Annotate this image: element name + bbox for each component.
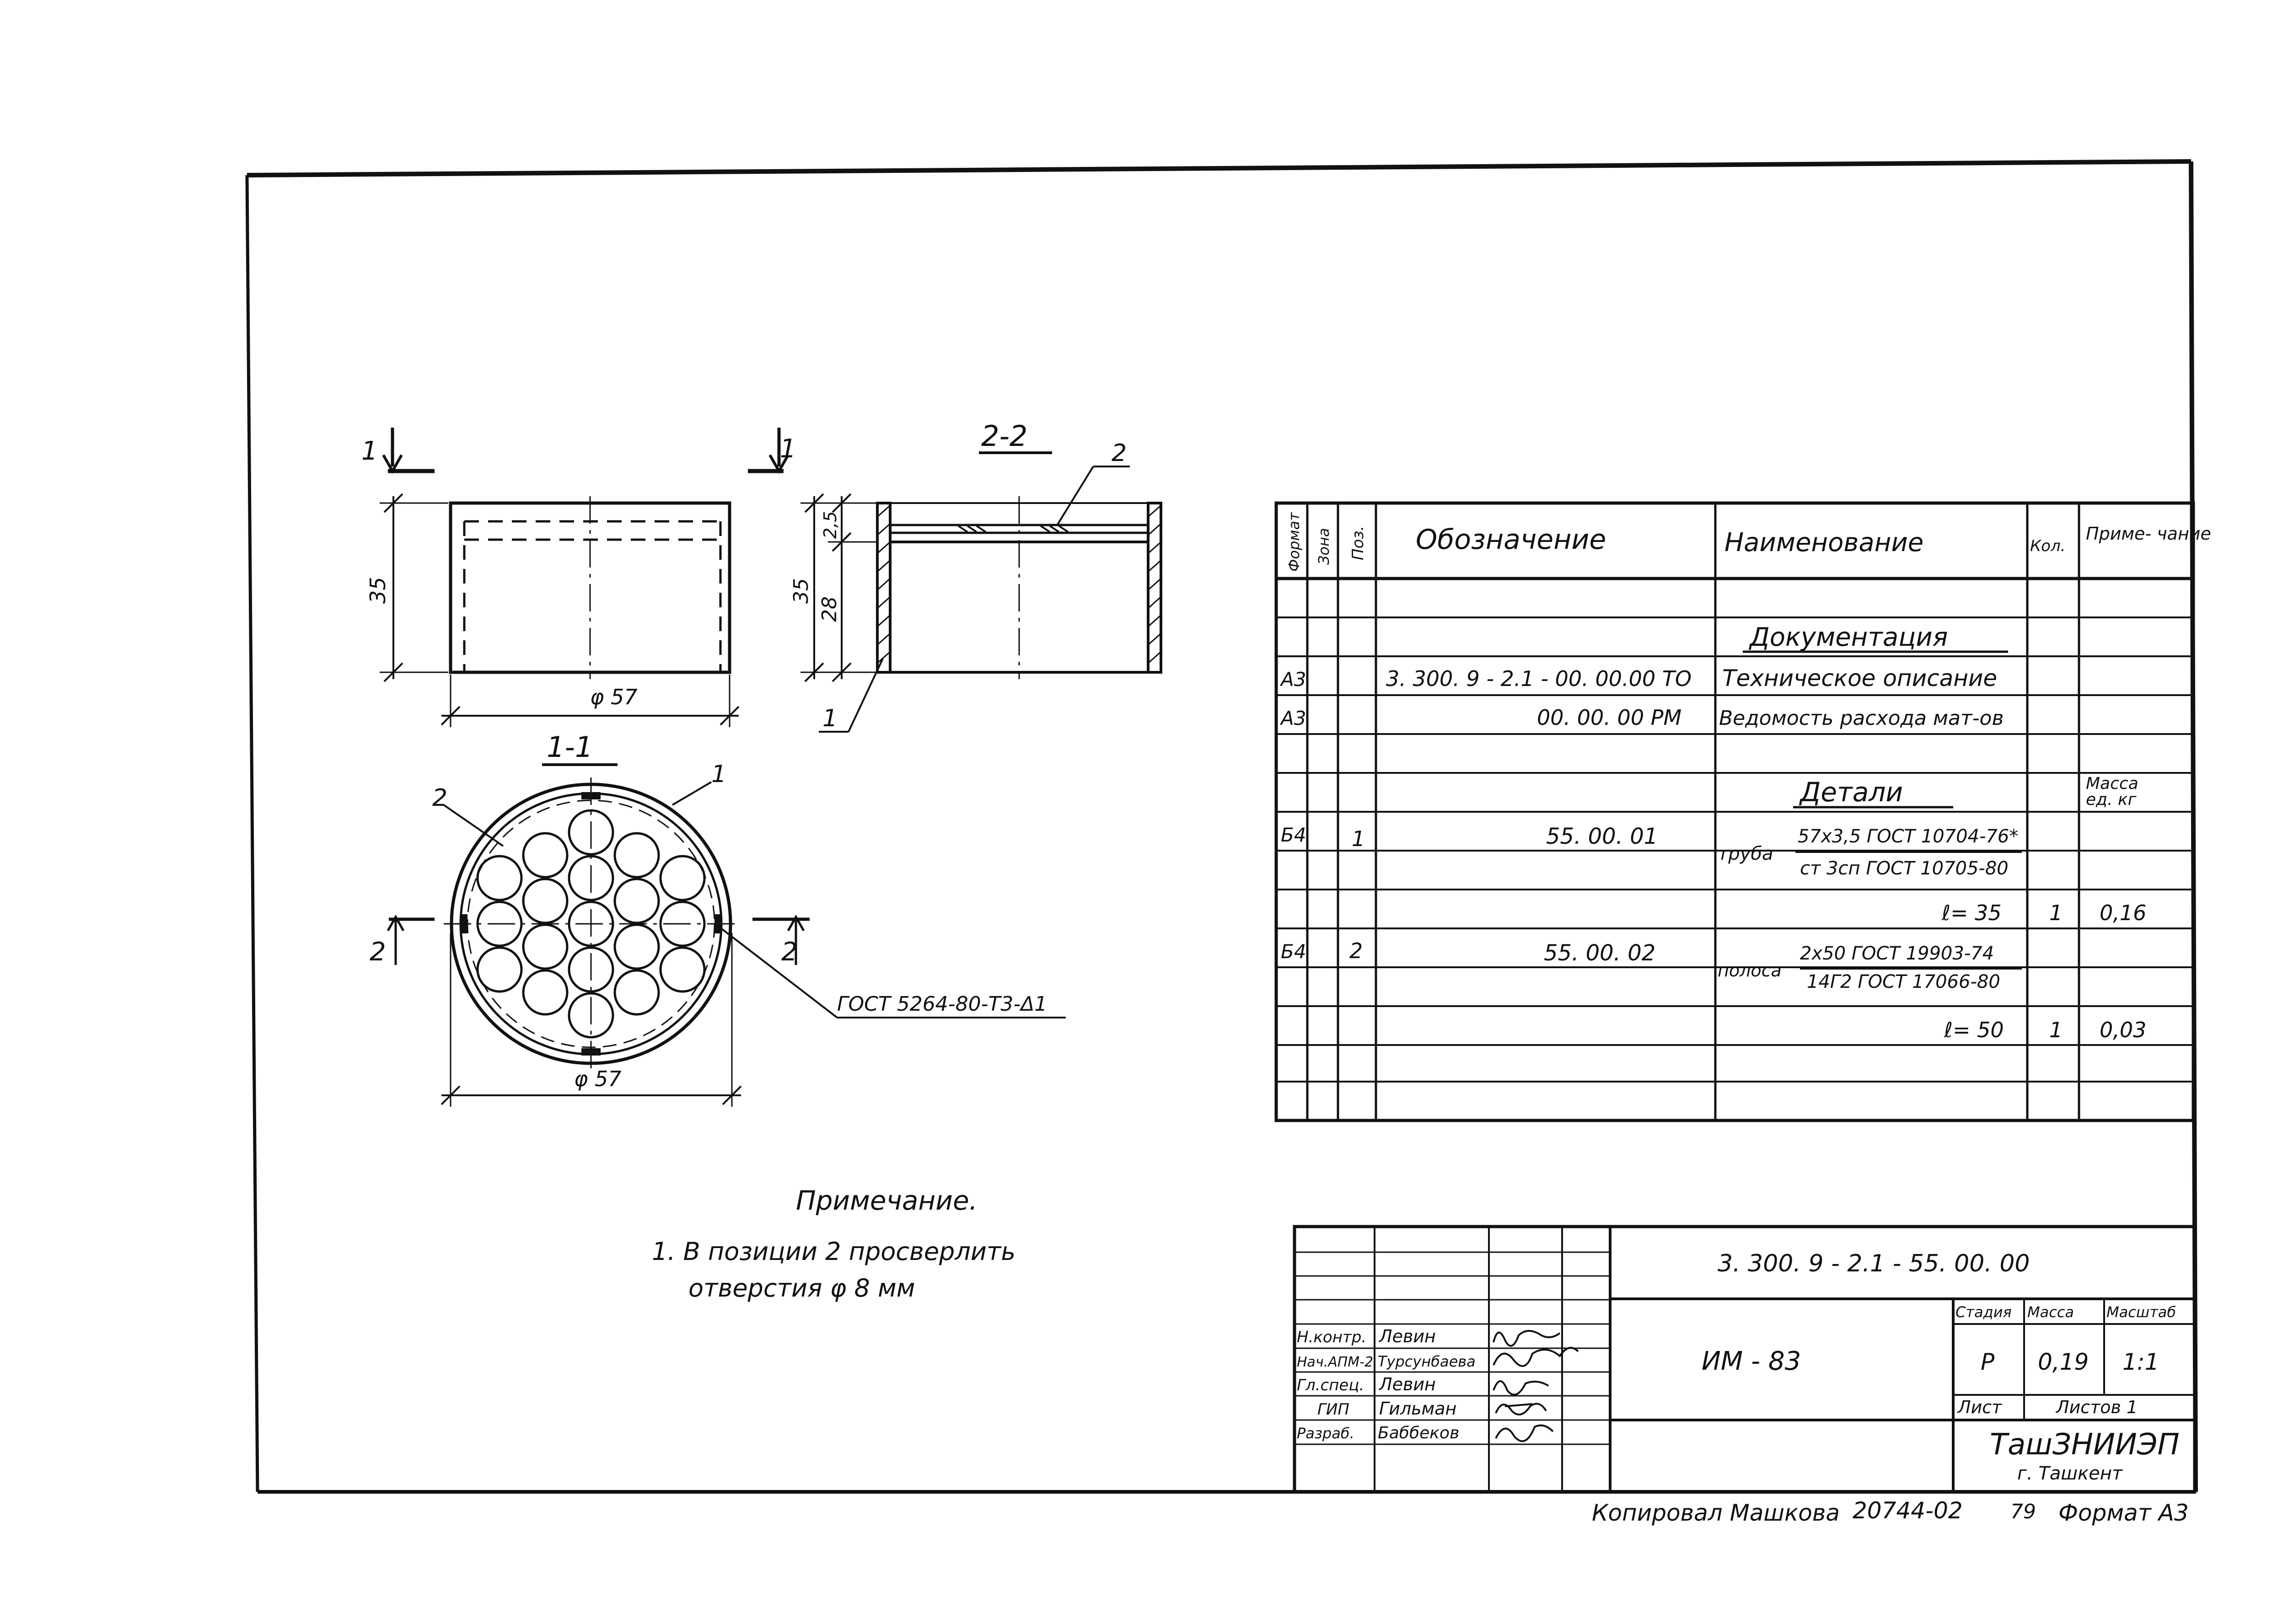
part-2-pos: 2 — [1349, 938, 1363, 963]
note-title: Примечание. — [796, 1185, 978, 1216]
doc-row-2-name: Ведомость расхода мат-ов — [1719, 707, 2004, 730]
plan-view — [387, 777, 1066, 1107]
stage-value: Р — [1981, 1349, 1995, 1375]
mass-label: Масса — [2027, 1303, 2074, 1321]
pos-label-1-plan: 1 — [711, 761, 726, 788]
pos-label-2-plan: 2 — [432, 784, 447, 812]
role-1-name: Левин — [1378, 1326, 1436, 1346]
role-2-name: Турсунбаева — [1378, 1353, 1476, 1370]
section-documentation: Документация — [1748, 622, 1948, 652]
section-mark-2-right: 2 — [781, 937, 798, 967]
part-2-format: Б4 — [1281, 940, 1306, 963]
section-details: Детали — [1799, 777, 1903, 808]
pos-label-1-section: 1 — [822, 705, 838, 732]
part-1-pos: 1 — [1352, 826, 1365, 851]
header-zone: Зона — [1315, 528, 1332, 565]
part-1-designation: 55. 00. 01 — [1546, 824, 1658, 849]
signatures — [1493, 1330, 1579, 1442]
scale-value: 1:1 — [2122, 1349, 2159, 1375]
svg-text:1: 1 — [361, 436, 378, 466]
header-qty: Кол. — [2030, 537, 2065, 555]
part-2-qty: 1 — [2049, 1018, 2063, 1042]
mass-header-1: Масса — [2086, 774, 2138, 793]
role-4: ГИП — [1317, 1400, 1349, 1419]
section-mark-2-left: 2 — [370, 937, 386, 967]
weld-standard-note: ГОСТ 5264-80-Т3-Δ1 — [837, 992, 1047, 1016]
footer-sheet-no: 79 — [2010, 1500, 2036, 1523]
part-1-qty: 1 — [2049, 900, 2063, 925]
role-4-name: Гильман — [1379, 1399, 1456, 1419]
footer-format: Формат А3 — [2058, 1500, 2189, 1526]
part-2-top: 2х50 ГОСТ 19903-74 — [1800, 943, 1994, 964]
role-3: Гл.спец. — [1297, 1376, 1364, 1394]
header-pos: Поз. — [1349, 526, 1367, 560]
dim-2-5: 2,5 — [820, 511, 840, 539]
part-2-length: ℓ= 50 — [1944, 1018, 2004, 1042]
role-2: Нач.АПМ-2 — [1297, 1354, 1373, 1370]
dim-diameter-57: φ 57 — [590, 685, 638, 709]
doc-row-2-designation: 00. 00. 00 РМ — [1537, 705, 1681, 730]
doc-row-1-name: Техническое описание — [1722, 665, 1997, 691]
organization: ТашЗНИИЭП — [1990, 1428, 2180, 1462]
doc-row-2-format: А3 — [1279, 707, 1306, 729]
role-1: Н.контр. — [1297, 1328, 1366, 1346]
part-1-top: 57х3,5 ГОСТ 10704-76* — [1798, 826, 2018, 847]
header-designation: Обозначение — [1416, 524, 1606, 556]
part-1-bottom: ст 3сп ГОСТ 10705-80 — [1800, 858, 2009, 879]
doc-number: 3. 300. 9 - 2.1 - 55. 00. 00 — [1718, 1250, 2030, 1277]
role-3-name: Левин — [1378, 1374, 1436, 1394]
note-line-2: отверстия φ 8 мм — [688, 1274, 915, 1302]
part-2-designation: 55. 00. 02 — [1544, 940, 1655, 966]
header-note: Приме- чание — [2086, 524, 2211, 544]
front-view — [380, 493, 740, 727]
dim-diameter-57-plan: φ 57 — [574, 1067, 622, 1091]
part-2-mass: 0,03 — [2100, 1018, 2146, 1042]
role-5: Разраб. — [1297, 1425, 1354, 1442]
sheets-label: Листов 1 — [2055, 1397, 2138, 1417]
dim-28: 28 — [818, 596, 841, 622]
part-1-format: Б4 — [1281, 824, 1306, 846]
doc-row-1-designation: 3. 300. 9 - 2.1 - 00. 00.00 ТО — [1386, 666, 1692, 691]
header-format: Формат — [1285, 512, 1303, 572]
part-2-prefix: полоса — [1718, 960, 1782, 981]
doc-row-1-format: А3 — [1279, 668, 1306, 691]
section-title-2-2: 2-2 — [981, 419, 1027, 453]
title-block: 3. 300. 9 - 2.1 - 55. 00. 00 ИМ - 83 Ста… — [1293, 1225, 2197, 1494]
city: г. Ташкент — [2017, 1463, 2123, 1484]
mass-value: 0,19 — [2038, 1349, 2089, 1375]
footer-copied: Копировал Машкова — [1592, 1500, 1840, 1526]
sheet-label: Лист — [1957, 1397, 2003, 1417]
part-1-length: ℓ= 35 — [1941, 900, 2002, 925]
header-name: Наименование — [1724, 528, 1923, 557]
part-1-prefix: труба — [1718, 843, 1773, 864]
note-line-1: 1. В позиции 2 просверлить — [652, 1237, 1015, 1266]
scale-label: Масштаб — [2106, 1303, 2176, 1321]
svg-text:1: 1 — [780, 434, 796, 464]
section-marker-1-left: 1 — [361, 428, 435, 474]
mass-header-2: ед. кг — [2086, 790, 2137, 809]
specification-table: Формат Зона Поз. Обозначение Наименовани… — [1274, 501, 2211, 1122]
general-note: Примечание. 1. В позиции 2 просверлить о… — [652, 1185, 1015, 1302]
dim-height-35-section: 35 — [790, 578, 813, 604]
product-name: ИМ - 83 — [1702, 1346, 1801, 1376]
footer-order: 20744-02 — [1853, 1497, 1963, 1524]
dim-height-35: 35 — [365, 577, 390, 604]
part-1-mass: 0,16 — [2100, 900, 2146, 925]
part-2-bottom: 14Г2 ГОСТ 17066-80 — [1807, 971, 2000, 992]
pos-label-2-section: 2 — [1112, 439, 1127, 467]
section-2-2-view — [800, 466, 1162, 733]
role-5-name: Баббеков — [1378, 1424, 1459, 1442]
stage-label: Стадия — [1955, 1303, 2012, 1321]
section-marker-1-right: 1 — [748, 428, 796, 474]
section-title-1-1: 1-1 — [547, 730, 593, 764]
